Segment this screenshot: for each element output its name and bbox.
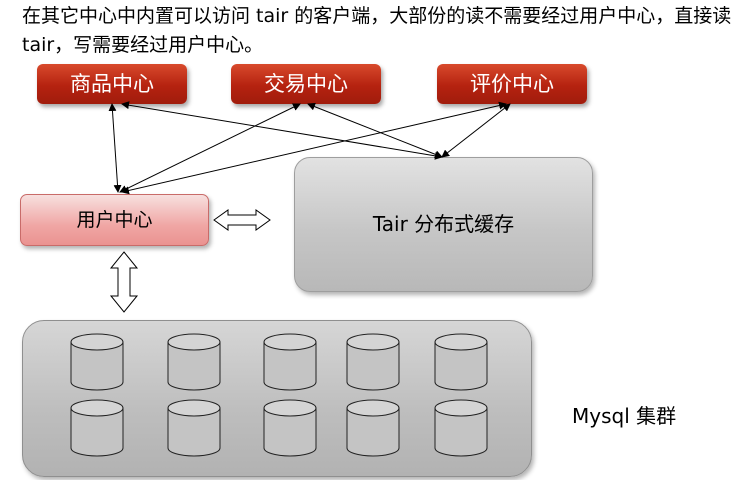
database-cylinder-icon — [167, 399, 221, 457]
database-group — [70, 333, 488, 457]
caption-text: 在其它中心中内置可以访问 tair 的客户端，大部份的读不需要经过用户中心，直接… — [22, 5, 732, 56]
database-cylinder-icon — [70, 399, 124, 457]
trade-center-node: 交易中心 — [231, 64, 381, 104]
database-cylinder-icon — [434, 333, 488, 391]
database-cylinder-icon — [167, 333, 221, 391]
link-review-user — [121, 101, 507, 195]
mysql-cluster-label: Mysql 集群 — [572, 404, 677, 428]
database-cylinder-icon — [70, 333, 124, 391]
product-center-node: 商品中心 — [37, 64, 187, 104]
link-trade-tair — [307, 102, 443, 159]
link-product-tair — [121, 101, 443, 160]
database-cylinder-icon — [263, 399, 317, 457]
database-cylinder-icon — [346, 399, 400, 457]
database-cylinder-icon — [263, 333, 317, 391]
database-cylinder-icon — [434, 399, 488, 457]
review-center-node: 评价中心 — [437, 64, 587, 104]
link-product-user — [108, 103, 122, 193]
link-review-tair — [441, 103, 511, 158]
link-trade-user — [119, 103, 301, 193]
user-tair-double-arrow — [213, 209, 271, 231]
database-cylinder-icon — [346, 333, 400, 391]
user-center-node: 用户中心 — [20, 194, 209, 246]
user-mysql-double-arrow — [109, 251, 139, 313]
